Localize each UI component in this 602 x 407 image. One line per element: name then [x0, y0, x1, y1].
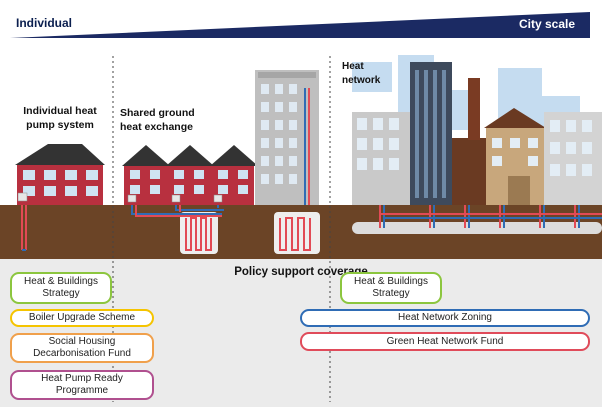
policy-boiler-upgrade-scheme: Boiler Upgrade Scheme [10, 309, 154, 327]
terraced-houses [122, 145, 258, 254]
apartment-tower [255, 70, 320, 254]
individual-house [15, 144, 105, 251]
policy-social-housing-fund: Social Housing Decarbonisation Fund [10, 333, 154, 363]
policy-green-heat-network-fund: Green Heat Network Fund [300, 332, 590, 351]
scale-label-city: City scale [519, 17, 576, 31]
city-buildings [352, 62, 602, 234]
scale-label-individual: Individual [16, 16, 73, 30]
scale-wedge [10, 12, 590, 38]
section-label-network: Heat network [342, 61, 381, 86]
policy-heat-pump-ready: Heat Pump Ready Programme [10, 370, 154, 400]
policy-heat-buildings-strategy-left: Heat & Buildings Strategy [10, 272, 112, 304]
section-label-shared: Shared ground heat exchange [120, 107, 195, 133]
policy-heat-network-zoning: Heat Network Zoning [300, 309, 590, 327]
section-label-individual: Individual heat pump system [23, 105, 97, 131]
policy-title: Policy support coverage [234, 266, 368, 278]
policy-heat-buildings-strategy-right: Heat & Buildings Strategy [340, 272, 442, 304]
